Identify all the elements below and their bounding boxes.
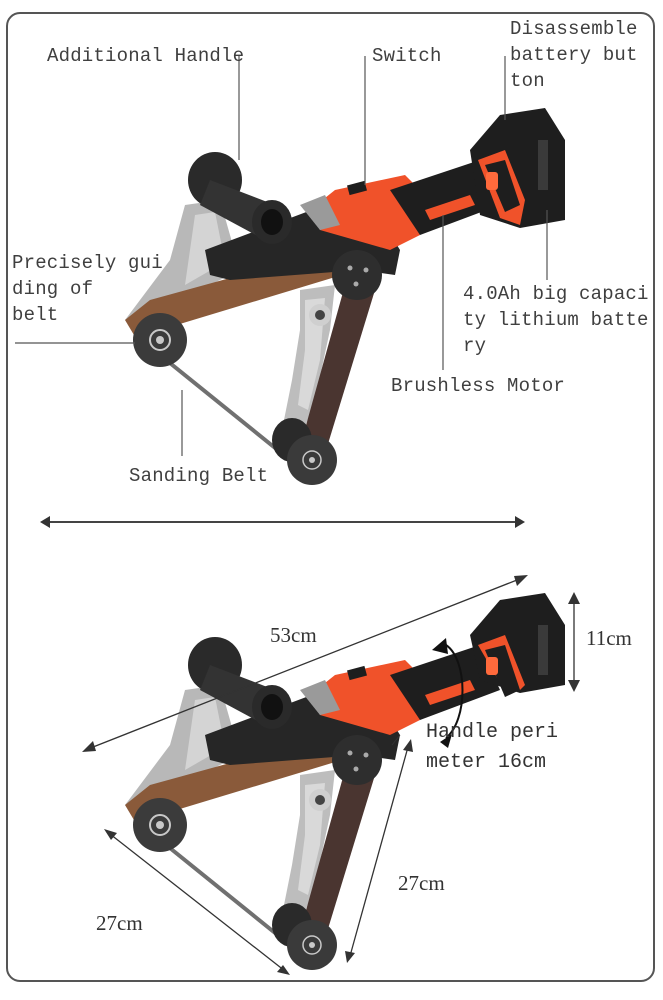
label-line: Disassemble	[510, 18, 638, 40]
label-brushless-motor: Brushless Motor	[391, 375, 566, 397]
dim-length: 53cm	[270, 623, 317, 647]
label-line: Handle peri	[426, 721, 559, 744]
battery-height-arrow-icon	[568, 592, 580, 692]
label-switch: Switch	[372, 45, 442, 67]
arm-right-arrow-icon	[345, 734, 413, 963]
label-line: ton	[510, 70, 545, 92]
rotation-arrow-icon	[432, 638, 464, 748]
label-sanding-belt: Sanding Belt	[129, 465, 269, 487]
dim-arm-left: 27cm	[96, 911, 143, 935]
dim-battery-height: 11cm	[586, 626, 632, 650]
label-line: meter 16cm	[426, 751, 547, 774]
label-additional-handle: Additional Handle	[47, 45, 245, 67]
dim-arm-right: 27cm	[398, 871, 445, 895]
label-line: Precisely gui	[12, 252, 163, 274]
horizontal-double-arrow-icon	[40, 516, 525, 528]
dim-handle-perimeter: Handle peri meter 16cm	[426, 718, 558, 778]
label-line: ty lithium batte	[463, 309, 649, 331]
label-guiding: Precisely gui ding of belt	[12, 250, 163, 328]
label-battery-capacity: 4.0Ah big capaci ty lithium batte ry	[463, 281, 649, 359]
label-battery-button: Disassemble battery but ton	[510, 16, 638, 94]
label-line: belt	[12, 304, 59, 326]
label-line: 4.0Ah big capaci	[463, 283, 649, 305]
label-line: battery but	[510, 44, 638, 66]
belt-sander-tool-bottom	[125, 593, 565, 970]
label-line: ding of	[12, 278, 94, 300]
arm-left-arrow-icon	[104, 829, 290, 975]
belt-sander-tool-top	[125, 108, 565, 485]
length-arrow-icon	[82, 575, 528, 752]
label-line: ry	[463, 335, 487, 357]
